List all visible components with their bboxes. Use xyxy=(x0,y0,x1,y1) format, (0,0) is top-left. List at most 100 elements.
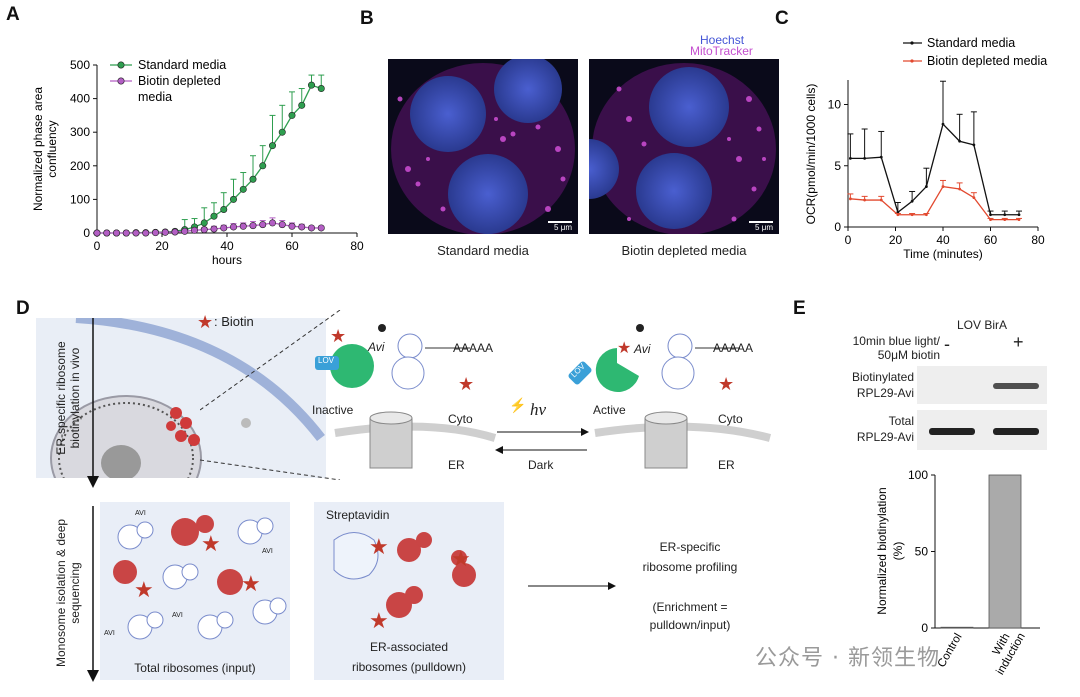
legend-marker xyxy=(910,41,914,45)
panel-label-c: C xyxy=(775,8,789,29)
avi-tag-label: AVI xyxy=(135,510,146,517)
vesicle xyxy=(241,418,251,428)
biotin-star-icon: ★ xyxy=(201,531,221,556)
data-point xyxy=(896,213,900,217)
blot-band xyxy=(993,428,1039,435)
ribosome-small xyxy=(397,333,423,359)
data-point xyxy=(863,157,867,160)
pulldown-label-line1: ER-associated xyxy=(369,640,449,654)
series-line xyxy=(850,185,1019,221)
hv-label: hν xyxy=(530,400,547,419)
cyto-label-left: Cyto xyxy=(448,412,473,426)
data-point xyxy=(941,185,945,188)
y-tick-label: 50 xyxy=(915,545,929,559)
birA-enzyme-active xyxy=(595,348,639,392)
data-point xyxy=(152,229,160,237)
avi-label-inactive: Avi xyxy=(368,340,385,354)
active-label: Active xyxy=(593,403,626,417)
er-membrane xyxy=(334,422,497,442)
x-tick-label: 20 xyxy=(155,239,169,253)
data-point xyxy=(161,228,169,236)
profiling-line2: ribosome profiling xyxy=(642,560,738,574)
mito-dots xyxy=(397,96,566,212)
x-tick-label: 80 xyxy=(350,239,364,253)
data-point xyxy=(191,226,199,234)
profiling-line1: ER-specific xyxy=(659,540,721,554)
minus-symbol: - xyxy=(944,334,950,354)
translocon xyxy=(369,417,413,469)
scale-label-right: 5 μm xyxy=(755,223,773,232)
er-label-left: ER xyxy=(448,458,465,472)
data-point xyxy=(181,227,189,235)
data-point xyxy=(989,213,992,217)
y-tick-label: 10 xyxy=(828,98,842,112)
x-tick-label: Control xyxy=(936,632,965,670)
biotin-star-icon: ★ xyxy=(617,340,632,357)
y-axis-label: OCR(pmol/min/1000 cells) xyxy=(804,84,818,225)
data-point xyxy=(910,213,914,217)
nucleus xyxy=(589,139,619,199)
panel-label-a: A xyxy=(6,4,20,25)
nascent-tag xyxy=(636,324,644,332)
blot-band xyxy=(993,383,1039,389)
data-point xyxy=(879,198,883,202)
translocon xyxy=(644,417,688,469)
data-point xyxy=(200,219,208,227)
nucleus xyxy=(448,154,528,234)
avi-tag-label: AVI xyxy=(172,612,183,619)
blot1-label-line2: RPL29-Avi xyxy=(856,386,914,400)
legend-mitotracker: MitoTracker xyxy=(690,44,753,58)
panel-label-e: E xyxy=(793,298,806,319)
biotin-star-icon: ★ xyxy=(458,374,475,394)
data-point xyxy=(259,221,267,229)
dark-label: Dark xyxy=(528,458,554,472)
data-point xyxy=(910,199,914,203)
y-axis-label-line: confluency xyxy=(45,120,59,177)
micrograph-biotin-depleted: 5 μm xyxy=(589,59,779,234)
inactive-label: Inactive xyxy=(312,403,354,417)
data-point xyxy=(288,222,296,230)
x-tick-label: 20 xyxy=(889,233,903,247)
biotin-star-icon: ★ xyxy=(197,312,214,332)
lov-domain xyxy=(315,356,339,370)
avi-tag-label: AVI xyxy=(104,630,115,637)
translocon-top xyxy=(369,411,413,425)
total-ribosomes-label: Total ribosomes (input) xyxy=(134,661,256,675)
y-axis-label-line: Normalized phase area xyxy=(31,87,45,211)
avi-tag-label: AVI xyxy=(262,548,273,555)
data-point xyxy=(210,225,218,233)
legend-label: Biotin depleted media xyxy=(927,54,1047,68)
x-tick-label: 40 xyxy=(936,233,950,247)
data-point xyxy=(989,218,992,222)
biotin-star-icon: ★ xyxy=(134,577,154,602)
watermark: 公众号 · 新领生物 xyxy=(755,646,940,671)
zoom-lines xyxy=(200,310,341,480)
blot-total xyxy=(917,410,1047,450)
cyto-label-right: Cyto xyxy=(718,412,743,426)
data-point xyxy=(278,221,286,229)
mito-dots xyxy=(616,86,766,222)
legend-label: Standard media xyxy=(927,36,1015,50)
workflow-arrow xyxy=(87,318,99,682)
nascent-tag xyxy=(378,324,386,332)
y-tick-label: 500 xyxy=(70,58,90,72)
data-point xyxy=(848,197,852,201)
legend-label: media xyxy=(138,90,172,104)
data-point xyxy=(288,111,296,119)
data-point xyxy=(230,223,238,231)
biotin-star-icon: ★ xyxy=(369,608,389,633)
condition-line1: 10min blue light/ xyxy=(852,334,940,348)
data-point xyxy=(278,128,286,136)
ribosome-large xyxy=(661,356,695,390)
streptavidin-shape xyxy=(333,532,379,580)
y-tick-label: 100 xyxy=(908,468,928,482)
data-point xyxy=(220,224,228,232)
condition-line2: 50μM biotin xyxy=(877,348,940,362)
cell-membrane xyxy=(75,318,325,442)
data-point xyxy=(1003,218,1007,222)
er-membrane xyxy=(594,422,772,442)
y-axis-label: Normalized phase areaconfluency xyxy=(31,87,59,211)
blot2-label-line2: RPL29-Avi xyxy=(856,430,914,444)
data-point xyxy=(307,81,315,89)
